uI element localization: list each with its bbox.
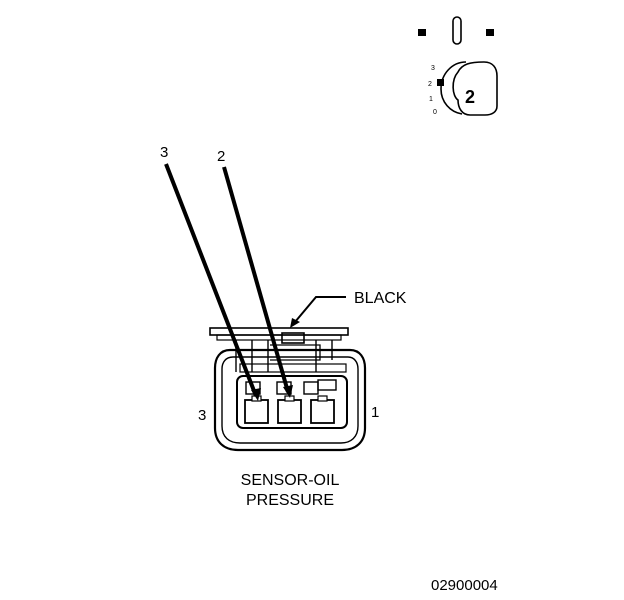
key-head-icon — [452, 61, 498, 116]
key-position-marker — [437, 79, 444, 86]
connector-lock-tab — [281, 332, 305, 344]
color-callout-arrowhead — [290, 318, 300, 328]
wire-arrowhead-2 — [283, 385, 293, 398]
terminal-keyway-left — [245, 381, 261, 395]
terminal-cavity-3 — [244, 399, 269, 424]
wire-label-3: 3 — [160, 144, 168, 161]
key-slot-icon — [452, 16, 462, 45]
terminal-keyway-right — [303, 381, 319, 395]
figure-id: 02900004 — [431, 577, 498, 594]
key-dial-arc — [440, 61, 467, 115]
connector-shroud-inner — [221, 356, 359, 444]
terminal-pin-1 — [317, 395, 328, 402]
wire-leader-3 — [164, 163, 258, 397]
color-callout: BLACK — [290, 290, 407, 328]
color-callout-leader — [294, 296, 346, 323]
ignition-key-icon: 3 2 1 0 2 — [418, 16, 498, 116]
terminal-cavity-2 — [277, 399, 302, 424]
connector-color-label: BLACK — [354, 290, 407, 307]
wire-leader-2 — [222, 166, 290, 393]
connector-name-line1: SENSOR-OIL — [241, 472, 340, 489]
wire-arrowhead-3 — [251, 388, 261, 401]
key-right-marker — [486, 29, 494, 36]
key-scale-label-1: 1 — [429, 96, 433, 103]
connector-name-line2: PRESSURE — [246, 492, 334, 509]
key-scale-label-3: 3 — [431, 65, 435, 72]
connector-retainer-bar — [239, 363, 347, 373]
terminal-cavity-1 — [310, 399, 335, 424]
terminal-face — [236, 375, 348, 429]
key-scale-label-0: 0 — [433, 109, 437, 116]
terminal-key-block — [317, 379, 337, 391]
connector-latch-frame — [270, 344, 321, 361]
pin-label-left: 3 — [198, 407, 206, 424]
wire-leaders — [164, 163, 293, 401]
key-left-marker — [418, 29, 426, 36]
wire-label-2: 2 — [217, 148, 225, 165]
connector-top-rail-lower — [216, 334, 342, 341]
connector-shroud-outer — [213, 348, 367, 452]
pin-label-right: 1 — [371, 404, 379, 421]
connector-latch-ribs — [235, 340, 333, 372]
key-position-number: 2 — [465, 87, 475, 107]
key-scale-label-2: 2 — [428, 81, 432, 88]
